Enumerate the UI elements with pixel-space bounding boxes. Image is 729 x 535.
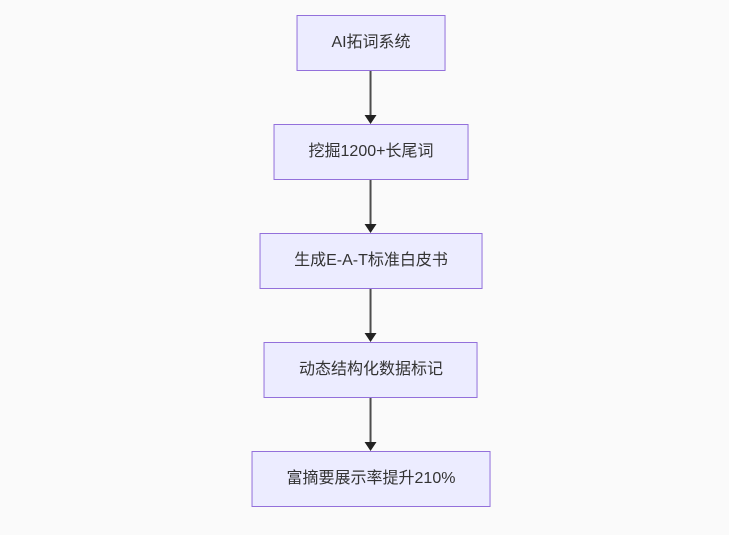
arrow-line	[370, 180, 372, 224]
flow-node-structured-data: 动态结构化数据标记	[263, 342, 478, 398]
flow-node-ai-word-expansion: AI拓词系统	[296, 15, 446, 71]
arrowhead-down-icon	[365, 224, 377, 233]
flow-edge-2	[365, 180, 377, 233]
arrow-line	[370, 289, 372, 333]
arrowhead-down-icon	[365, 333, 377, 342]
node-label: 富摘要展示率提升210%	[286, 470, 456, 487]
flowchart: AI拓词系统 挖掘1200+长尾词 生成E-A-T标准白皮书 动态结构化数据标记…	[251, 15, 491, 507]
flow-node-rich-snippet-result: 富摘要展示率提升210%	[251, 451, 491, 507]
arrow-line	[370, 71, 372, 115]
flow-node-eat-whitepaper: 生成E-A-T标准白皮书	[259, 233, 483, 289]
arrowhead-down-icon	[365, 442, 377, 451]
flow-edge-3	[365, 289, 377, 342]
flow-edge-1	[365, 71, 377, 124]
arrowhead-down-icon	[365, 115, 377, 124]
node-label: 挖掘1200+长尾词	[308, 143, 434, 160]
node-label: AI拓词系统	[331, 34, 411, 51]
node-label: 生成E-A-T标准白皮书	[294, 252, 448, 269]
node-label: 动态结构化数据标记	[298, 361, 443, 378]
flow-node-longtail-keywords: 挖掘1200+长尾词	[273, 124, 469, 180]
arrow-line	[370, 398, 372, 442]
flow-edge-4	[365, 398, 377, 451]
